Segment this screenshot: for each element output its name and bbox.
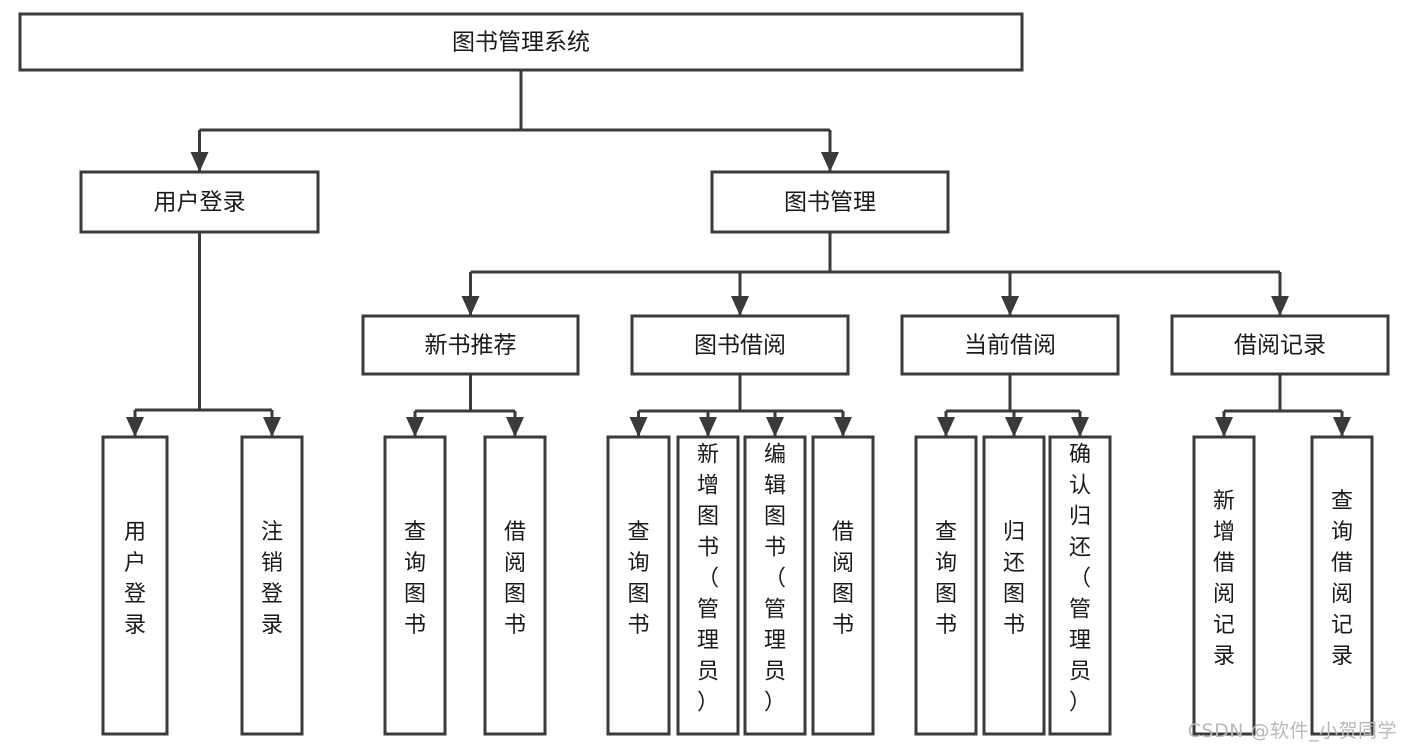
node-label-leaf-query-book-1: 查询图书: [404, 520, 426, 638]
arrow-head-icon: [406, 417, 424, 437]
arrow-head-icon: [126, 417, 144, 437]
node-leaf-edit-book[interactable]: 编辑图书（管理员）: [743, 435, 807, 736]
watermark-text: CSDN @软件_小贺同学: [1187, 720, 1397, 742]
node-leaf-borrow-book-2[interactable]: 借阅图书: [811, 435, 875, 736]
node-box-new-book-recommend: [361, 314, 580, 376]
node-label-leaf-user-login: 用户登录: [124, 520, 146, 638]
arrow-head-icon: [506, 417, 524, 437]
node-leaf-return-book[interactable]: 归还图书: [982, 435, 1046, 736]
arrow-head-icon: [1005, 417, 1023, 437]
arrow-head-icon: [834, 417, 852, 437]
arrow-head-icon: [821, 152, 839, 172]
node-box-current-borrow: [900, 314, 1120, 376]
node-label-book-manage: 图书管理: [784, 190, 876, 216]
node-box-leaf-borrow-book-1: [483, 435, 547, 736]
node-leaf-add-book[interactable]: 新增图书（管理员）: [676, 435, 740, 736]
node-leaf-add-record[interactable]: 新增借阅记录: [1192, 435, 1256, 736]
node-label-leaf-add-book: 新增图书（管理员）: [697, 443, 719, 716]
node-label-leaf-return-book: 归还图书: [1003, 520, 1025, 638]
node-box-root: [18, 12, 1024, 72]
node-box-leaf-edit-book: [743, 435, 807, 736]
node-leaf-confirm-return[interactable]: 确认归还（管理员）: [1048, 435, 1112, 736]
arrow-head-icon: [766, 417, 784, 437]
node-box-leaf-add-record: [1192, 435, 1256, 736]
node-label-borrow-record: 借阅记录: [1234, 333, 1326, 359]
node-label-user-login: 用户登录: [154, 190, 246, 216]
node-box-borrow-record: [1170, 314, 1390, 376]
node-borrow-record[interactable]: 借阅记录: [1170, 314, 1390, 376]
node-root[interactable]: 图书管理系统: [18, 12, 1024, 72]
node-label-leaf-edit-book: 编辑图书（管理员）: [764, 443, 786, 716]
node-box-book-manage: [710, 170, 950, 234]
node-box-leaf-query-record: [1310, 435, 1374, 736]
node-leaf-query-book-1[interactable]: 查询图书: [383, 435, 447, 736]
arrow-head-icon: [937, 417, 955, 437]
node-label-leaf-borrow-book-1: 借阅图书: [504, 520, 526, 638]
node-label-leaf-add-record: 新增借阅记录: [1213, 489, 1235, 669]
node-new-book-recommend[interactable]: 新书推荐: [361, 314, 580, 376]
node-label-leaf-query-record: 查询借阅记录: [1331, 489, 1353, 669]
node-box-leaf-add-book: [676, 435, 740, 736]
arrow-head-icon: [699, 417, 717, 437]
node-label-new-book-recommend: 新书推荐: [425, 333, 517, 359]
arrow-head-icon: [190, 152, 209, 172]
node-leaf-query-record[interactable]: 查询借阅记录: [1310, 435, 1374, 736]
node-box-leaf-user-login: [101, 435, 169, 736]
node-label-leaf-logout: 注销登录: [261, 520, 283, 638]
node-label-leaf-query-book-2: 查询图书: [627, 520, 649, 638]
node-box-book-borrow: [630, 314, 850, 376]
node-user-login[interactable]: 用户登录: [79, 170, 320, 234]
node-current-borrow[interactable]: 当前借阅: [900, 314, 1120, 376]
node-leaf-logout[interactable]: 注销登录: [240, 435, 304, 736]
node-box-leaf-query-book-2: [606, 435, 671, 736]
node-label-root: 图书管理系统: [452, 30, 590, 56]
arrow-head-icon: [1215, 417, 1233, 437]
arrow-head-icon: [263, 417, 281, 437]
node-label-leaf-confirm-return: 确认归还（管理员）: [1069, 443, 1091, 716]
node-box-leaf-confirm-return: [1048, 435, 1112, 736]
arrow-head-icon: [1071, 417, 1089, 437]
node-box-leaf-logout: [240, 435, 304, 736]
node-label-current-borrow: 当前借阅: [964, 333, 1056, 359]
arrow-head-icon: [1271, 296, 1289, 316]
arrow-head-icon: [731, 296, 749, 316]
node-box-leaf-query-book-1: [383, 435, 447, 736]
node-box-leaf-return-book: [982, 435, 1046, 736]
node-book-manage[interactable]: 图书管理: [710, 170, 950, 234]
connector-layer: [126, 70, 1351, 437]
node-leaf-user-login[interactable]: 用户登录: [101, 435, 169, 736]
node-leaf-borrow-book-1[interactable]: 借阅图书: [483, 435, 547, 736]
node-layer: 图书管理系统用户登录图书管理新书推荐图书借阅当前借阅借阅记录用户登录注销登录查询…: [18, 12, 1390, 736]
node-leaf-query-book-2[interactable]: 查询图书: [606, 435, 671, 736]
node-label-book-borrow: 图书借阅: [694, 333, 786, 359]
node-box-user-login: [79, 170, 320, 234]
arrow-head-icon: [629, 417, 648, 437]
arrow-head-icon: [1001, 296, 1019, 316]
node-label-leaf-query-book-3: 查询图书: [935, 520, 957, 638]
node-box-leaf-borrow-book-2: [811, 435, 875, 736]
node-label-leaf-borrow-book-2: 借阅图书: [832, 520, 854, 638]
node-book-borrow[interactable]: 图书借阅: [630, 314, 850, 376]
node-box-leaf-query-book-3: [914, 435, 978, 736]
arrow-head-icon: [1333, 417, 1351, 437]
arrow-head-icon: [461, 296, 480, 316]
node-leaf-query-book-3[interactable]: 查询图书: [914, 435, 978, 736]
